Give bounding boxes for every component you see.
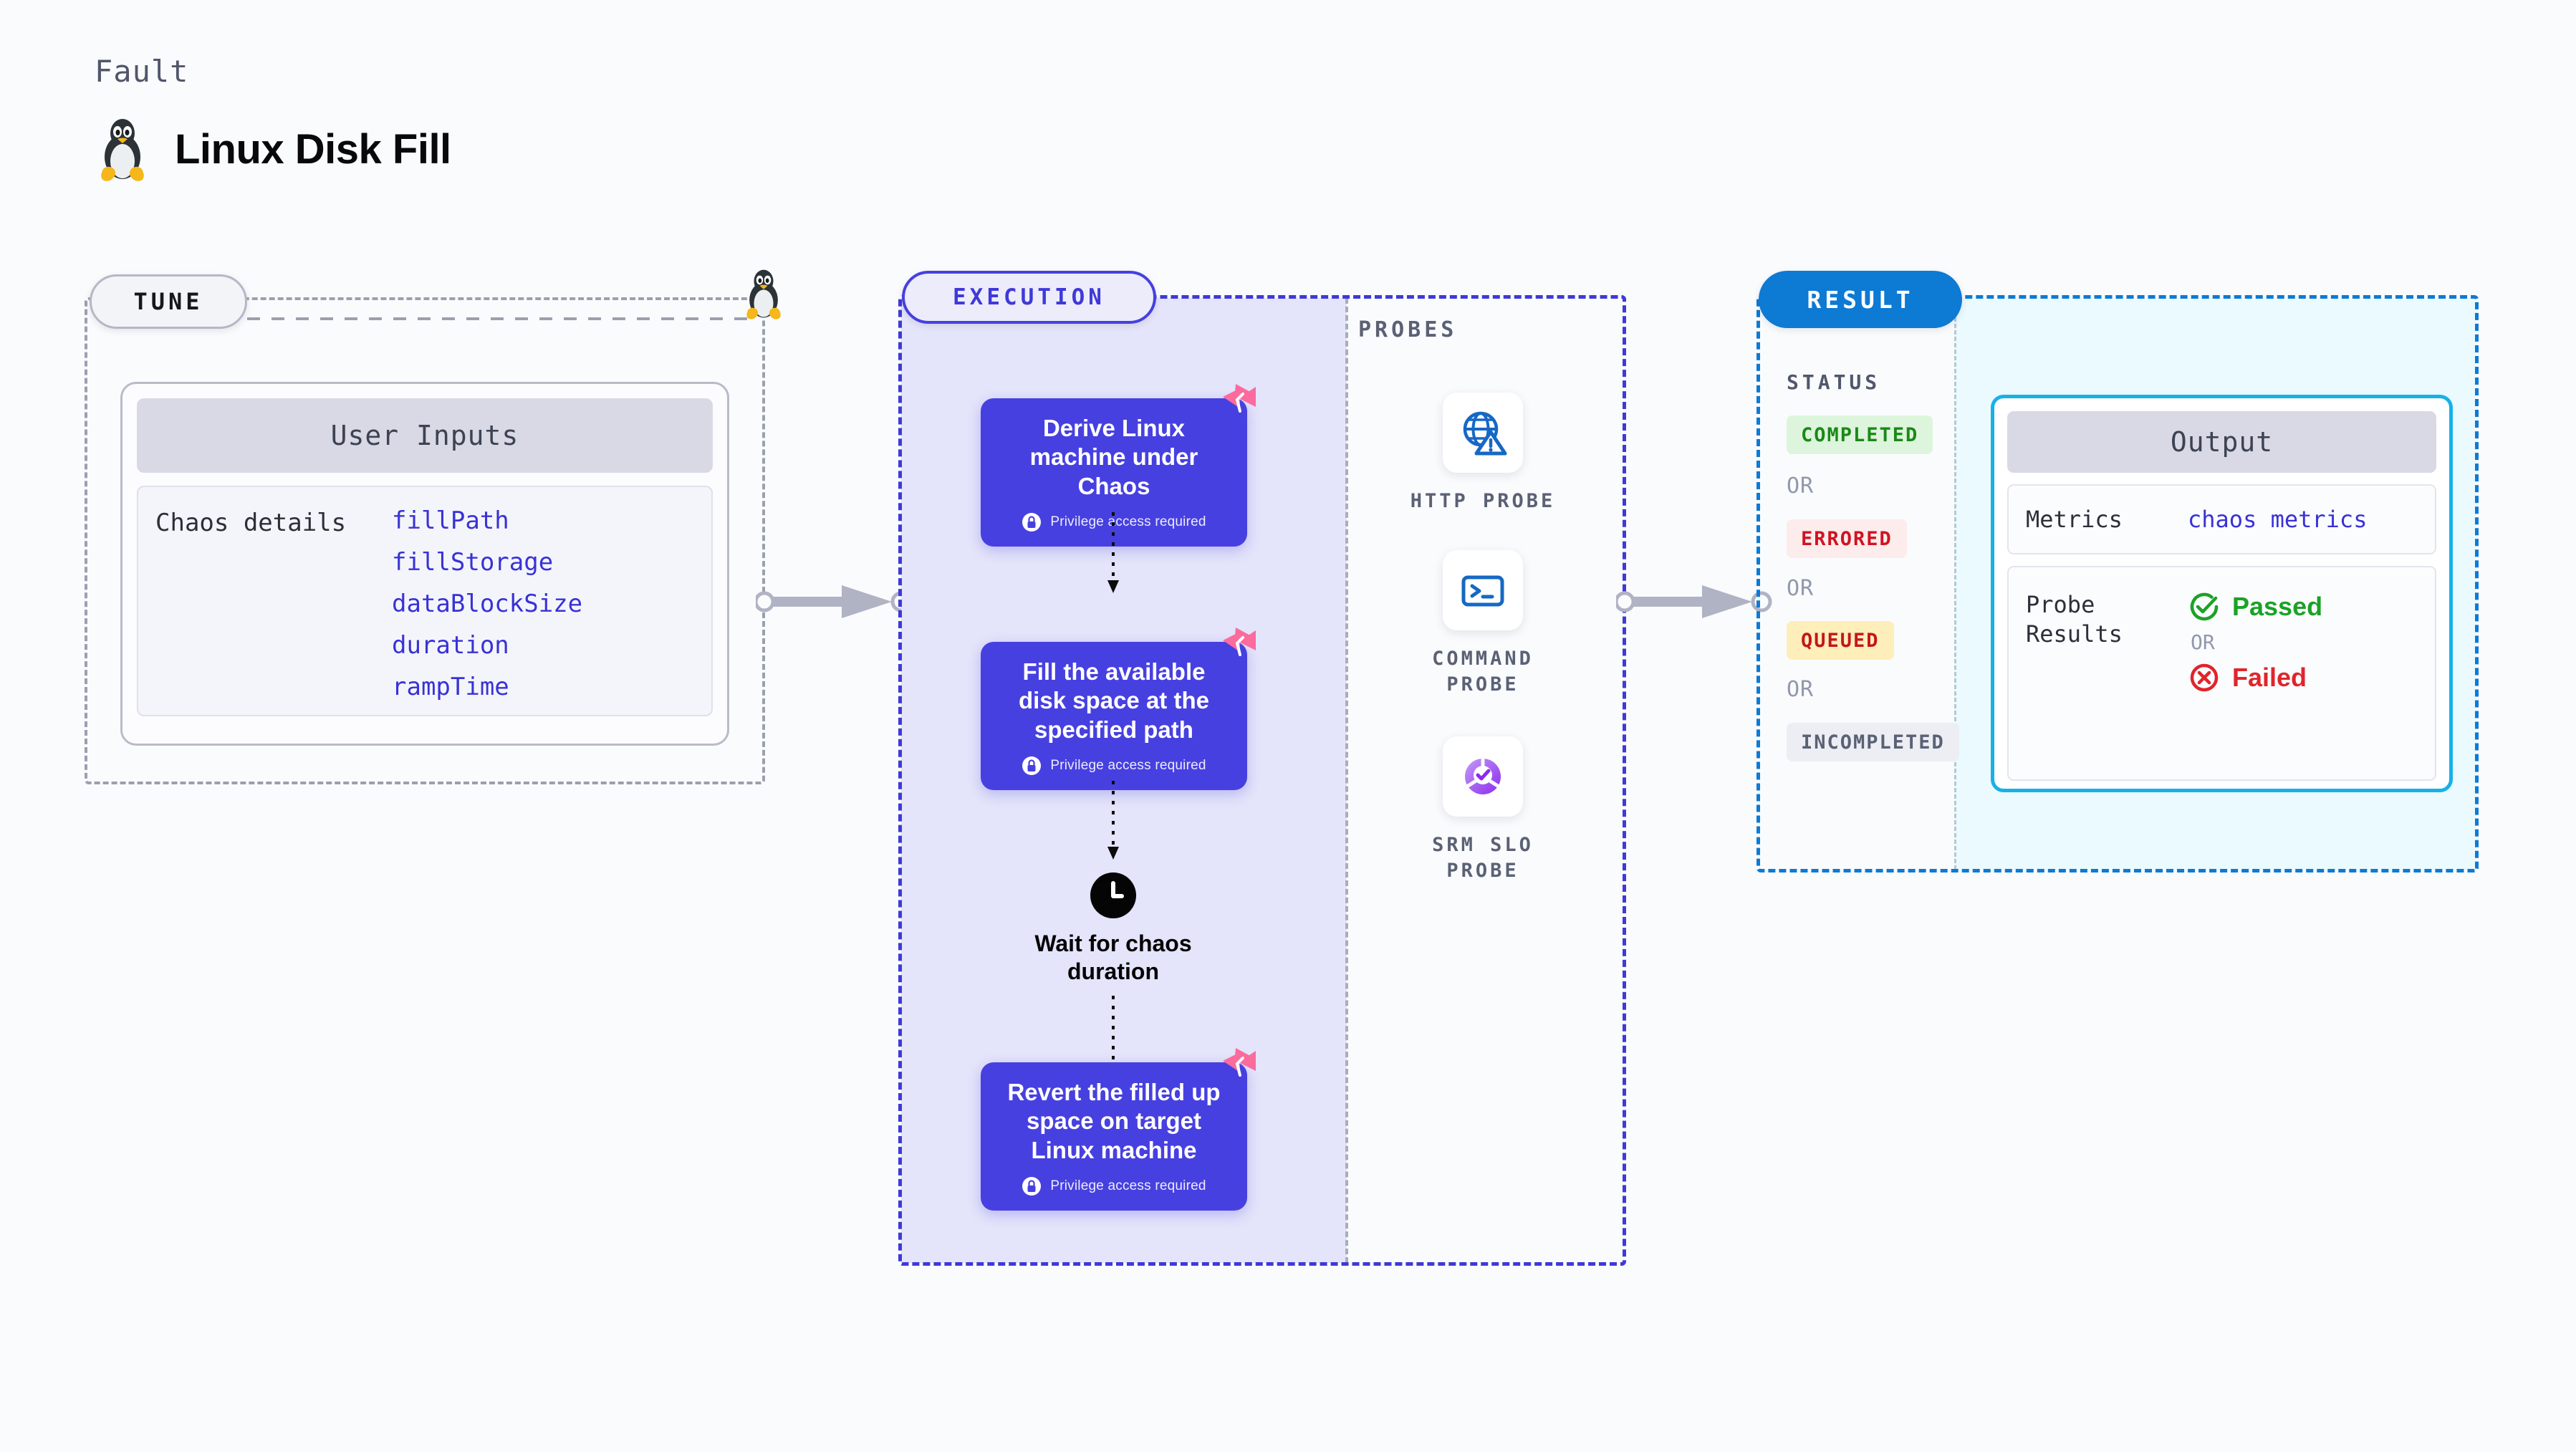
output-card: Output Metrics chaos metrics Probe Resul… <box>1991 395 2453 792</box>
x-circle-icon <box>2190 663 2219 692</box>
arrow-node1-to-node2 <box>1107 512 1119 593</box>
metrics-value[interactable]: chaos metrics <box>2188 506 2368 533</box>
privilege-note: Privilege access required <box>1022 512 1206 532</box>
execution-node-title: Derive Linux machine under Chaos <box>1029 415 1198 499</box>
user-inputs-body: Chaos details fillPath fillStorage dataB… <box>137 486 713 716</box>
execution-pill[interactable]: EXECUTION <box>902 271 1156 324</box>
probe-result-or: OR <box>2191 630 2215 654</box>
linux-tux-icon <box>101 119 144 181</box>
probe-command[interactable]: COMMAND PROBE <box>1390 550 1576 698</box>
probe-tile <box>1443 736 1523 817</box>
status-badge-completed: COMPLETED <box>1787 415 1933 454</box>
result-region <box>1756 295 2479 872</box>
execution-region <box>898 295 1626 1266</box>
result-pill[interactable]: RESULT <box>1759 271 1962 328</box>
status-or-2: OR <box>1787 576 1815 601</box>
wait-node-label: Wait for chaos duration <box>1034 931 1192 985</box>
probe-result-passed-label: Passed <box>2232 592 2323 621</box>
tune-to-tux-dashed-line <box>247 317 749 320</box>
user-inputs-header: User Inputs <box>137 398 713 473</box>
user-input-row-key: Chaos details <box>155 509 347 537</box>
probe-label: SRM SLO PROBE <box>1432 834 1534 883</box>
globe-warning-icon <box>1463 411 1507 456</box>
arrow-node2-to-wait <box>1107 781 1119 860</box>
litmus-chaos-badge-icon <box>1223 384 1256 413</box>
probe-results-row: Probe Results Passed OR Failed <box>2007 566 2436 781</box>
probe-results-values: Passed OR Failed <box>2188 590 2322 779</box>
clock-icon <box>1090 872 1136 918</box>
execution-node-title: Revert the filled up space on target Lin… <box>1007 1079 1221 1163</box>
linux-tux-icon-connector <box>746 269 781 319</box>
lock-icon <box>1022 512 1042 532</box>
probes-section-label: PROBES <box>1358 317 1458 342</box>
litmus-chaos-badge-icon <box>1223 628 1256 656</box>
execution-node-title: Fill the available disk space at the spe… <box>1019 658 1209 743</box>
litmus-chaos-badge-icon <box>1223 1048 1256 1077</box>
status-badge-incompleted: INCOMPLETED <box>1787 723 1959 761</box>
status-or-3: OR <box>1787 677 1815 702</box>
execution-probes-divider <box>1345 298 1348 1263</box>
user-input-value[interactable]: duration <box>392 631 509 660</box>
page-title-row: Linux Disk Fill <box>95 116 451 182</box>
connector-execution-to-result <box>1616 585 1772 618</box>
privilege-note-text: Privilege access required <box>1050 757 1206 773</box>
probe-label: COMMAND PROBE <box>1432 648 1534 696</box>
probe-tile <box>1443 550 1523 630</box>
result-status-output-divider <box>1954 298 1956 870</box>
execution-node-2[interactable]: Fill the available disk space at the spe… <box>981 628 1256 790</box>
probe-result-passed: Passed <box>2188 590 2322 623</box>
user-input-value[interactable]: fillStorage <box>392 548 554 577</box>
terminal-icon <box>1461 575 1504 607</box>
page-title: Linux Disk Fill <box>175 125 451 173</box>
probe-tile <box>1443 393 1523 473</box>
metrics-row: Metrics chaos metrics <box>2007 484 2436 554</box>
privilege-note-text: Privilege access required <box>1050 514 1206 529</box>
privilege-note: Privilege access required <box>1022 756 1206 776</box>
status-label: STATUS <box>1787 370 1881 394</box>
probe-label: HTTP PROBE <box>1410 490 1556 512</box>
check-circle-icon <box>2190 592 2219 621</box>
probe-srm-slo[interactable]: SRM SLO PROBE <box>1390 736 1576 885</box>
user-input-value[interactable]: dataBlockSize <box>392 590 583 618</box>
status-or-1: OR <box>1787 473 1815 499</box>
srm-slo-check-icon <box>1462 754 1504 794</box>
lock-icon <box>1022 756 1042 775</box>
metrics-key: Metrics <box>2026 505 2123 533</box>
wait-for-chaos-duration-node: Wait for chaos duration <box>1006 872 1221 986</box>
connector-tune-to-execution <box>756 585 912 618</box>
tune-pill[interactable]: TUNE <box>90 274 247 329</box>
tune-region <box>85 297 765 784</box>
status-badge-errored: ERRORED <box>1787 519 1907 558</box>
output-header: Output <box>2007 411 2436 473</box>
execution-node-3[interactable]: Revert the filled up space on target Lin… <box>981 1048 1256 1211</box>
user-input-values: fillPath fillStorage dataBlockSize durat… <box>392 509 582 715</box>
user-input-value[interactable]: fillPath <box>392 506 509 535</box>
execution-node-1[interactable]: Derive Linux machine under Chaos Privile… <box>981 384 1256 547</box>
probe-result-failed-label: Failed <box>2232 663 2307 692</box>
probe-results-key: Probe Results <box>2026 591 2123 648</box>
user-input-value[interactable]: rampTime <box>392 673 509 701</box>
privilege-note: Privilege access required <box>1022 1176 1206 1196</box>
probe-http[interactable]: HTTP PROBE <box>1390 393 1576 514</box>
privilege-note-text: Privilege access required <box>1050 1178 1206 1193</box>
lock-icon <box>1022 1176 1042 1196</box>
fault-kicker: Fault <box>95 54 189 89</box>
status-badge-queued: QUEUED <box>1787 621 1894 660</box>
probe-result-failed: Failed <box>2188 661 2322 694</box>
user-inputs-card: User Inputs Chaos details fillPath fillS… <box>120 382 729 746</box>
